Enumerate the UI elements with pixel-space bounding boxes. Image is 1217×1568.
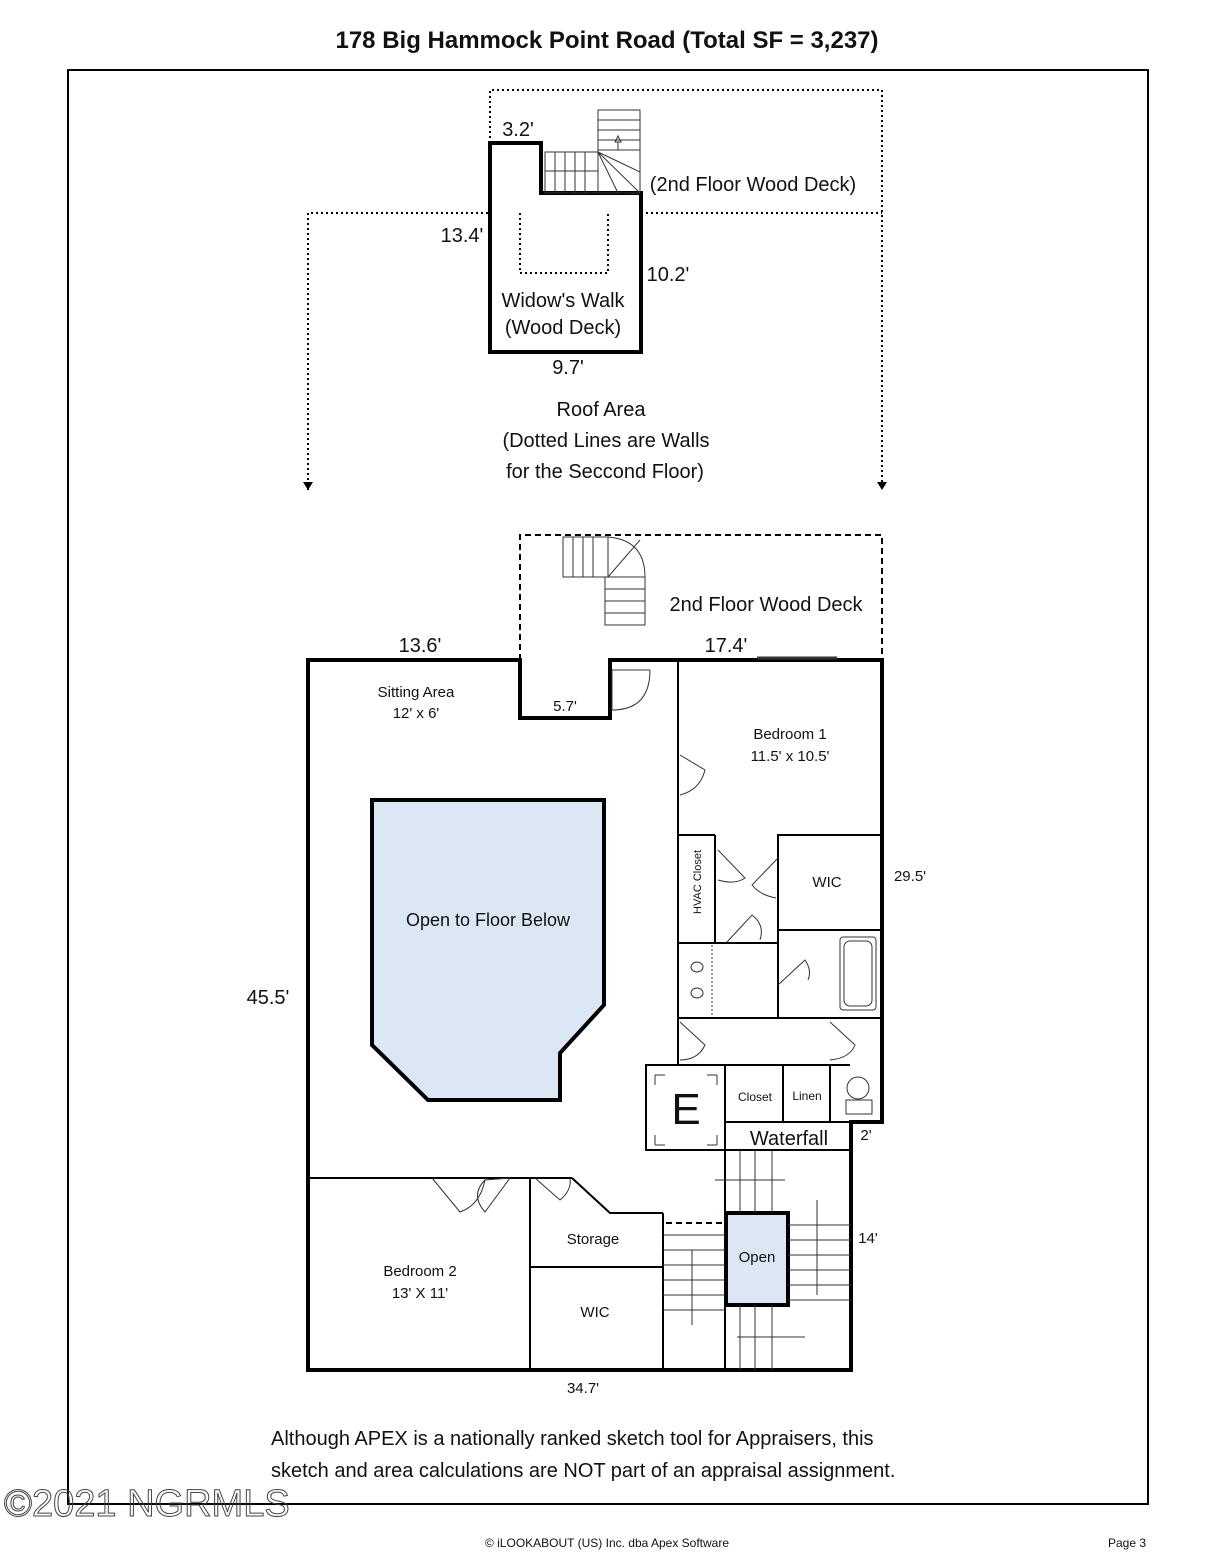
wic-1-label: WIC	[812, 874, 841, 891]
arrow-down-icon	[303, 482, 887, 490]
exterior-walls	[306, 658, 884, 1372]
open-to-floor-below-label: Open to Floor Below	[406, 910, 571, 930]
second-floor: 2nd Floor Wood Deck 13.6' 17.4' 5.7' Sit…	[247, 534, 926, 1397]
linen-label: Linen	[792, 1089, 821, 1103]
hvac-closet-label: HVAC Closet	[692, 850, 704, 914]
second-floor-wall-outline-left	[307, 212, 490, 490]
dim-45-5: 45.5'	[247, 987, 290, 1009]
sitting-area-label: Sitting Area	[378, 684, 455, 701]
dim-14: 14'	[858, 1230, 878, 1247]
door-swing-icons	[431, 656, 877, 1213]
second-floor-wall-outline	[489, 89, 883, 490]
closet-label: Closet	[738, 1090, 773, 1104]
wood-deck-outline	[519, 534, 883, 660]
storage-label: Storage	[567, 1231, 620, 1248]
stairs-icon	[544, 109, 641, 194]
roof-note-2: for the Seccond Floor)	[506, 461, 704, 483]
watermark: ©2021 NGRMLS	[4, 1483, 290, 1525]
widows-walk-label: Widow's Walk	[501, 290, 625, 312]
bedroom-2-label: Bedroom 2	[383, 1263, 456, 1280]
dim-top: 3.2'	[502, 119, 534, 141]
dim-34-7: 34.7'	[567, 1380, 599, 1397]
deck-label: (2nd Floor Wood Deck)	[650, 174, 856, 196]
dim-13-6: 13.6'	[399, 635, 442, 657]
disclaimer-line-2: sketch and area calculations are NOT par…	[271, 1460, 895, 1482]
main-deck-label: 2nd Floor Wood Deck	[669, 594, 863, 616]
disclaimer-line-1: Although APEX is a nationally ranked ske…	[271, 1428, 874, 1450]
widows-walk-deck	[488, 141, 643, 354]
roof-hatch-outline	[519, 213, 609, 274]
wic-2-label: WIC	[580, 1304, 609, 1321]
dim-right: 10.2'	[647, 264, 690, 286]
upper-level: 3.2' (2nd Floor Wood Deck) 13.4' 10.2' W…	[303, 89, 887, 490]
bedroom-2-size: 13' X 11'	[392, 1285, 448, 1302]
dim-left: 13.4'	[441, 225, 484, 247]
page-border	[67, 69, 1149, 1505]
bedroom-1-label: Bedroom 1	[753, 726, 826, 743]
open-label: Open	[739, 1249, 776, 1266]
page-number: Page 3	[1108, 1536, 1146, 1550]
dim-2: 2'	[860, 1127, 871, 1144]
page-title: 178 Big Hammock Point Road (Total SF = 3…	[335, 27, 878, 54]
interior-walls	[308, 660, 883, 1370]
dim-5-7: 5.7'	[553, 698, 577, 715]
bedroom-1-size: 11.5' x 10.5'	[751, 748, 830, 765]
roof-area-label: Roof Area	[557, 399, 647, 421]
footer-copyright: © iLOOKABOUT (US) Inc. dba Apex Software	[485, 1536, 729, 1550]
elevator-label: E	[671, 1085, 700, 1134]
deck-stairs-icon	[562, 536, 646, 626]
dim-bottom: 9.7'	[552, 357, 584, 379]
sitting-area-size: 12' x 6'	[393, 705, 440, 722]
dim-17-4: 17.4'	[705, 635, 748, 657]
waterfall-label: Waterfall	[750, 1128, 828, 1150]
roof-note-1: (Dotted Lines are Walls	[502, 430, 709, 452]
main-stairs-icon	[663, 1150, 851, 1370]
widows-walk-sublabel: (Wood Deck)	[505, 317, 621, 339]
open-to-floor-below	[370, 798, 606, 1102]
dim-29-5: 29.5'	[894, 868, 926, 885]
